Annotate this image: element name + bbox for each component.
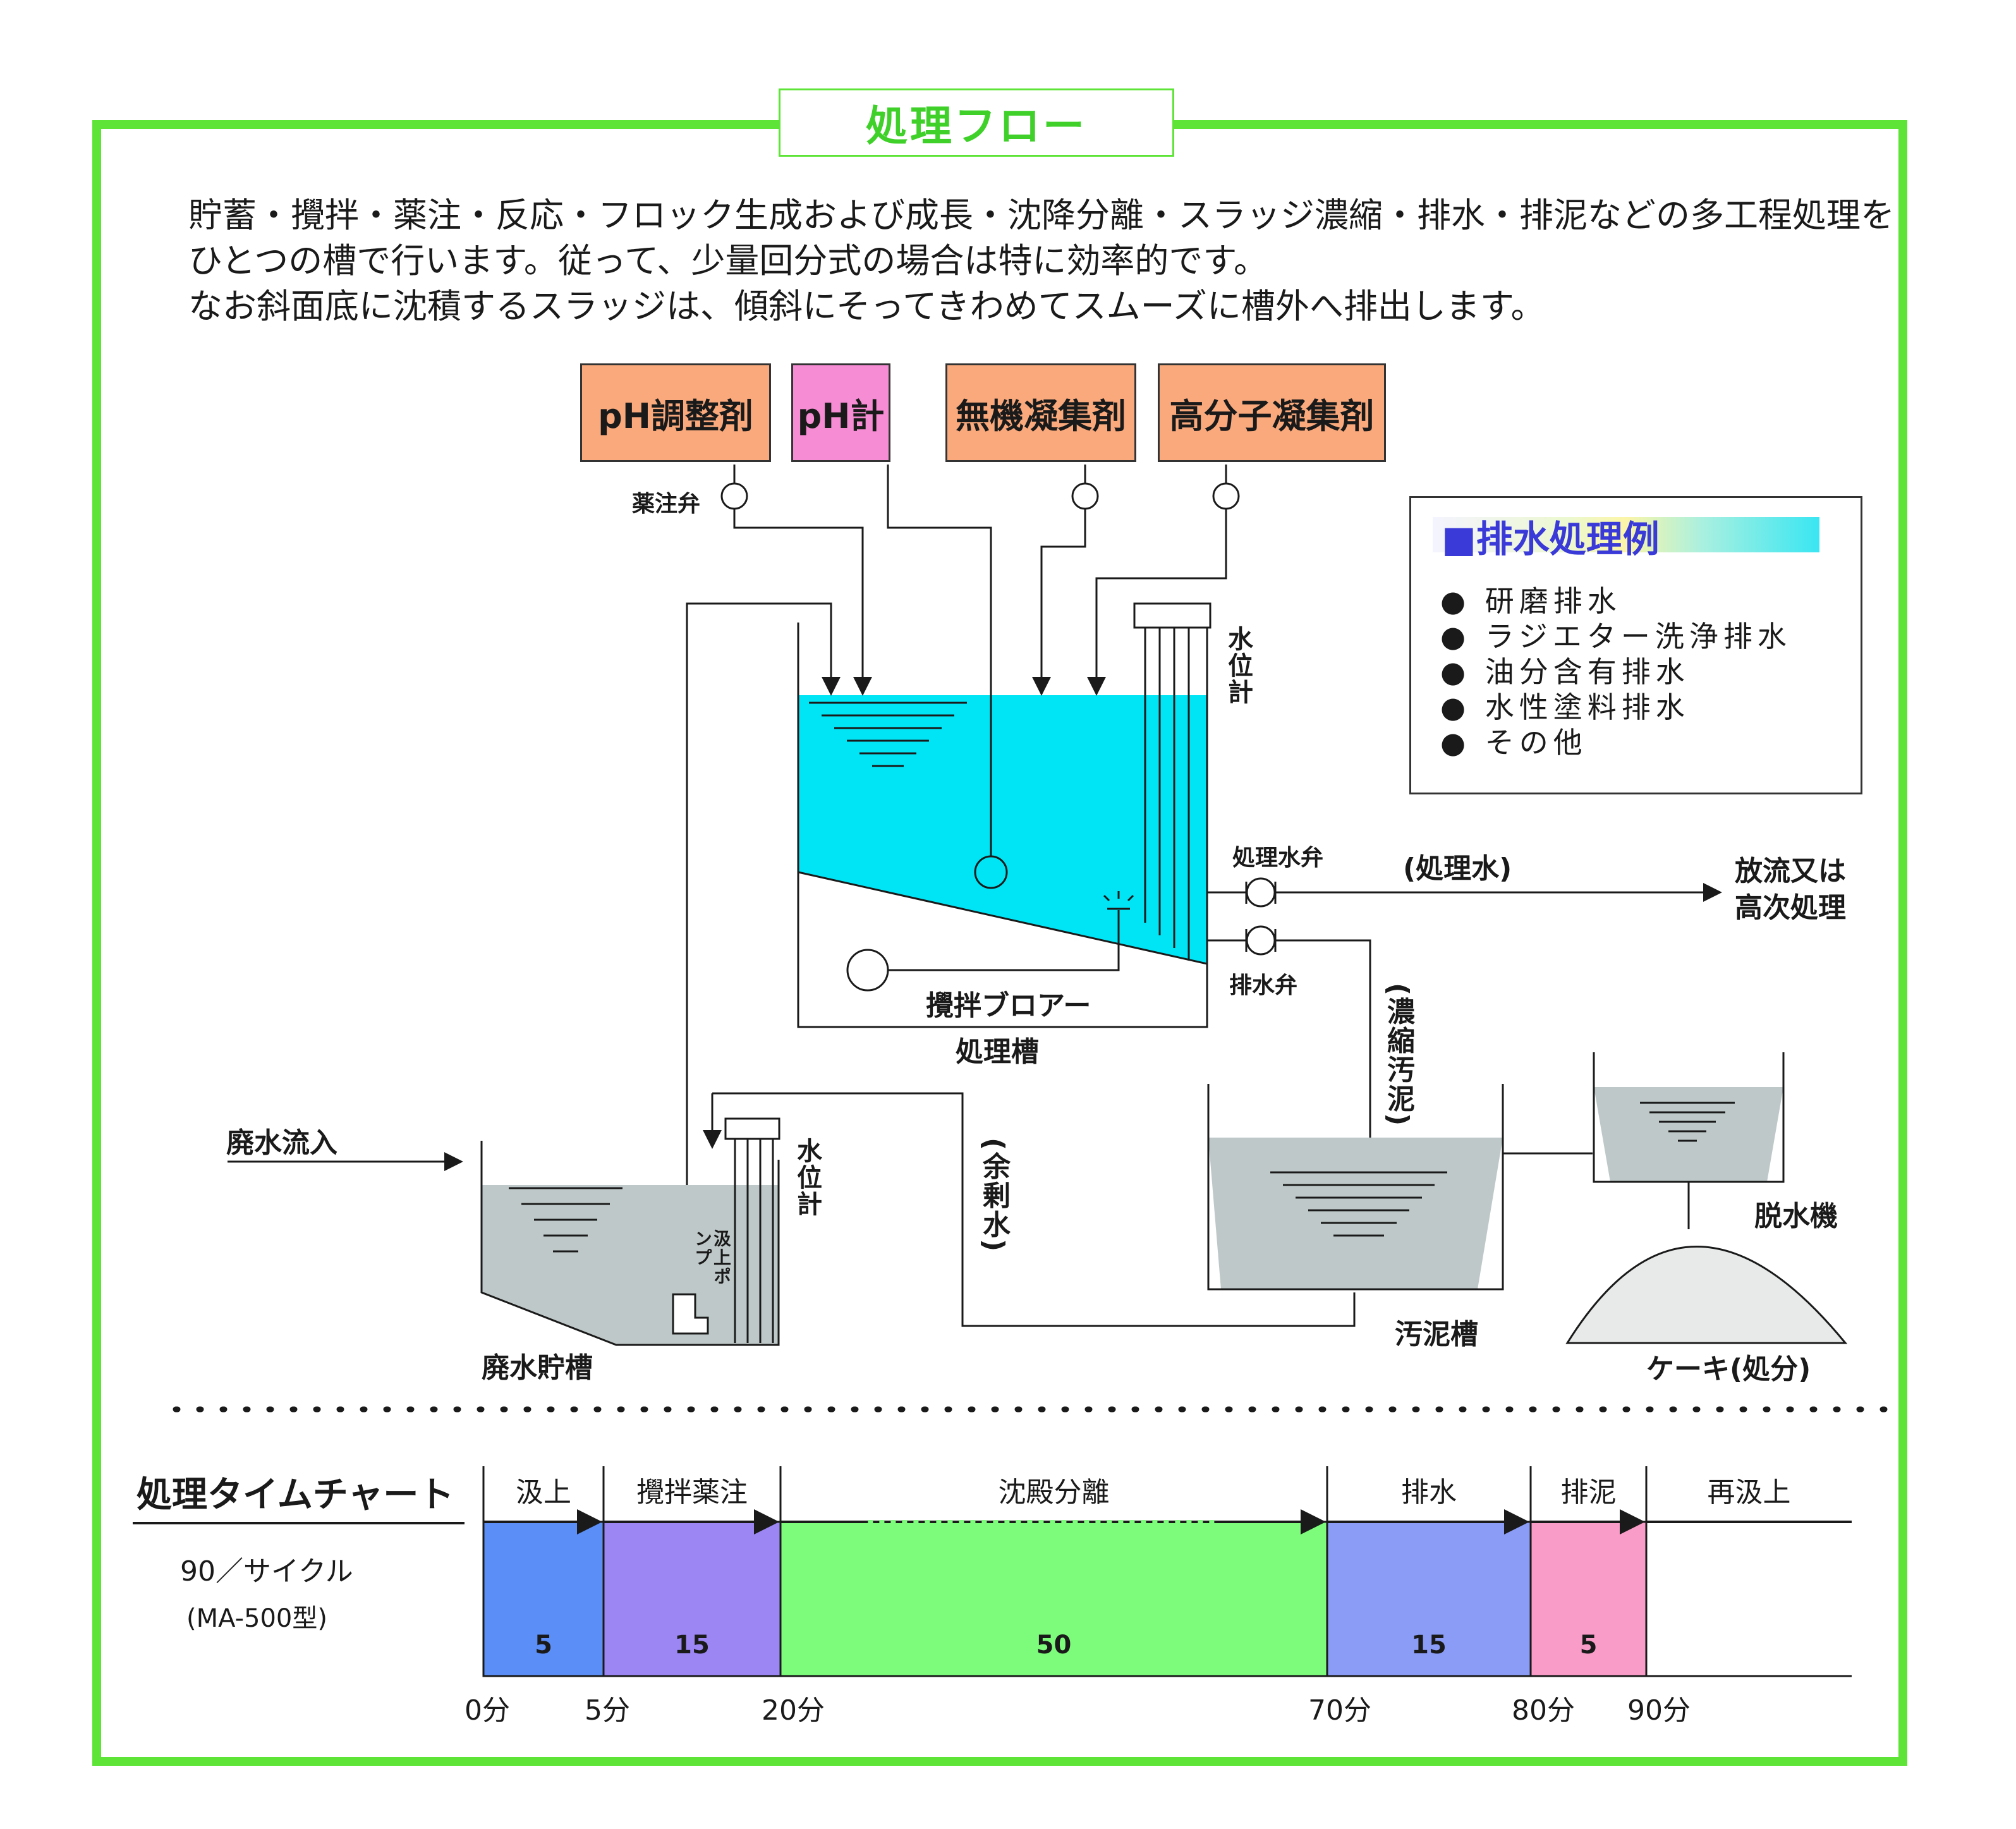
tick-label: 5分 [585,1694,630,1727]
dosing-valve-label: 薬注弁 [632,491,701,517]
ph-probe [974,855,1008,889]
chem-box-polymer-coagulant: 高分子凝集剤 [1158,363,1386,462]
page-title: 処理フロー [866,102,1087,150]
legend-item-label: 水性塗料排水 [1485,690,1690,724]
legend-list: ● 研磨排水 ● ラジエター洗浄排水 ● 油分含有排水 ● 水性塗料排水 ● そ… [1440,583,1792,760]
phase-bar [602,1521,782,1677]
treatment-tank [797,623,1208,1028]
storage-level-gauge-label: 水位計 [792,1138,822,1217]
water-surface-lines [809,702,967,767]
sludge-tank [1207,1084,1504,1291]
phase-label: 汲上 [516,1476,571,1509]
blower [846,949,889,992]
legend-item-label: その他 [1485,726,1588,760]
chem-box-ph-adjuster: pH調整剤 [580,363,771,462]
concentrated-sludge-label: (濃縮汚泥) [1382,983,1414,1127]
legend-item: ● その他 [1440,726,1588,760]
inflow-label: 廃水流入 [226,1127,337,1159]
chem-box-inorganic-coagulant: 無機凝集剤 [945,363,1136,462]
level-gauge [1133,602,1211,629]
storage-tank [480,1141,780,1346]
tick-label: 80分 [1512,1694,1575,1727]
phase-duration: 5 [535,1631,552,1660]
dehydrator-water [1594,1087,1783,1182]
phase-label: 排泥 [1560,1476,1617,1509]
phase-label: 再汲上 [1707,1476,1791,1509]
cake-label: ケーキ(処分) [1646,1353,1811,1385]
pump [672,1293,709,1335]
tick-label: 20分 [762,1694,825,1727]
blower-label: 攪拌ブロアー [926,990,1091,1022]
phase-bar [1326,1521,1532,1677]
legend-item: ● ラジエター洗浄排水 [1440,619,1792,653]
timeline-chart [482,1466,1852,1677]
drain-valve-label: 排水弁 [1229,973,1298,999]
legend-gradient [1433,517,1819,552]
surplus-water-label: (余剰水) [978,1138,1010,1253]
discharge-line: 高次処理 [1735,892,1846,924]
treatment-tank-label: 処理槽 [956,1036,1039,1068]
legend-item-label: ラジエター洗浄排水 [1485,619,1792,653]
legend-item: ● 水性塗料排水 [1440,690,1690,724]
phase-label: 沈殿分離 [998,1476,1110,1509]
sludge-tank-label: 汚泥槽 [1395,1318,1478,1351]
legend-title: ■排水処理例 [1442,518,1660,561]
pump-label: 汲上ポンプ [692,1229,732,1286]
phase-label: 攪拌薬注 [636,1476,748,1509]
dehydrator-label: 脱水機 [1754,1200,1838,1232]
sludge-water [1208,1138,1503,1289]
legend-item-label: 油分含有排水 [1485,655,1690,689]
treated-water-label: (処理水) [1403,853,1512,885]
phase-bar [482,1521,605,1677]
cake [1565,1246,1848,1344]
treated-water-valve-label: 処理水弁 [1232,845,1324,871]
legend-item: ● 油分含有排水 [1440,655,1690,689]
phase-label: 排水 [1401,1476,1457,1509]
tick-label: 70分 [1308,1694,1371,1727]
discharge-label: 放流又は 高次処理 [1735,853,1846,927]
discharge-line: 放流又は [1735,855,1846,887]
phase-duration: 15 [674,1631,710,1660]
legend-item-label: 研磨排水 [1485,584,1622,618]
legend-box: ■排水処理例 ● 研磨排水 ● ラジエター洗浄排水 ● 油分含有排水 ● 水性塗… [1409,496,1862,794]
intro-line: なお斜面底に沈積するスラッジは、傾斜にそってきわめてスムーズに槽外へ排出します。 [188,286,1545,326]
intro-line: ひとつの槽で行います。従って、少量回分式の場合は特に効率的です。 [188,241,1268,281]
storage-tank-label: 廃水貯槽 [482,1352,593,1384]
tick-label: 90分 [1627,1694,1691,1727]
intro-line: 貯蓄・攪拌・薬注・反応・フロック生成および成長・沈降分離・スラッジ濃縮・排水・排… [188,195,1895,235]
chart-model: (MA-500型) [186,1604,327,1633]
title-box: 処理フロー [779,88,1174,157]
phase-bar [779,1521,1328,1677]
level-gauge-label: 水位計 [1224,626,1253,705]
chem-box-ph-meter: pH計 [791,363,890,462]
phase-duration: 50 [1036,1631,1072,1660]
chart-title: 処理タイムチャート [137,1474,454,1516]
phase-duration: 5 [1579,1631,1598,1660]
legend-item: ● 研磨排水 [1440,584,1622,618]
chart-cycle: 90／サイクル [180,1555,353,1588]
outer-frame [92,120,1907,1766]
tick-label: 0分 [465,1694,510,1727]
storage-water [482,1185,779,1345]
phase-duration: 15 [1411,1631,1447,1660]
intro-text: 貯蓄・攪拌・薬注・反応・フロック生成および成長・沈降分離・スラッジ濃縮・排水・排… [188,193,1895,329]
